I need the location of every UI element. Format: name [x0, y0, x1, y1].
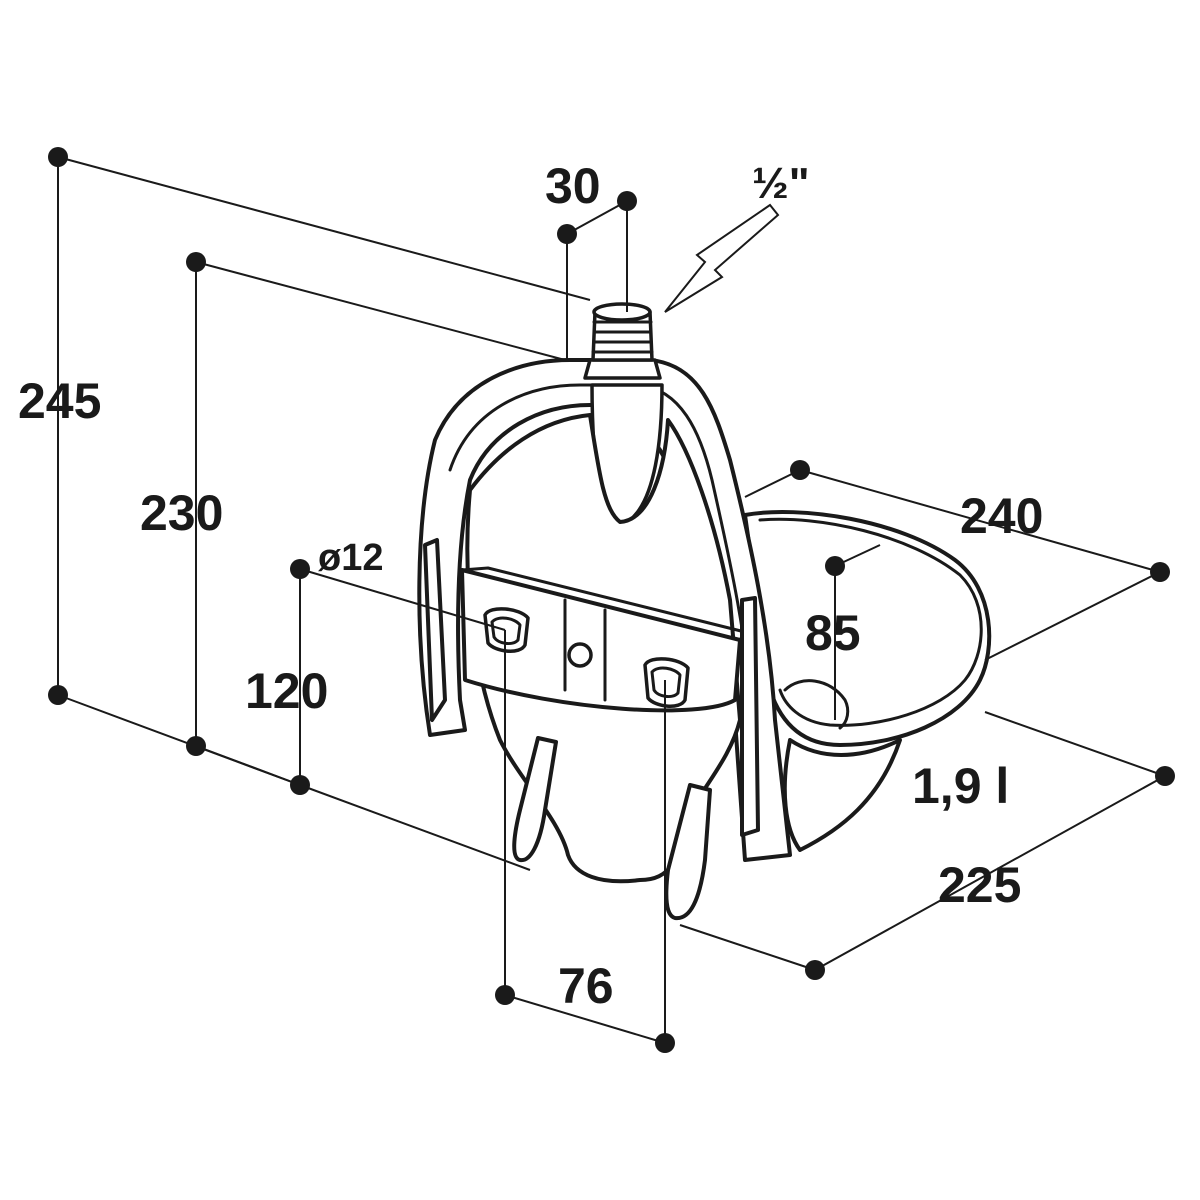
- label-hole-diameter: ø12: [318, 537, 383, 579]
- label-thread-size: ½": [752, 159, 810, 208]
- label-height-body: 230: [140, 485, 223, 541]
- label-width: 225: [938, 857, 1021, 913]
- label-hole-height: 120: [245, 663, 328, 719]
- label-thread-width: 30: [545, 158, 601, 214]
- bowl-lower: [782, 738, 902, 852]
- dimension-dots: [48, 147, 1175, 1053]
- mounting-hole-right: [643, 657, 690, 708]
- drinking-bowl-illustration: [417, 302, 992, 921]
- thread-arrow: [664, 203, 780, 313]
- label-volume: 1,9 l: [912, 758, 1009, 814]
- label-bowl-depth: 85: [805, 605, 861, 661]
- threaded-nipple: [583, 302, 662, 380]
- center-bolt: [563, 598, 607, 702]
- dimension-lines: [57, 156, 1166, 1044]
- side-rib-right: [740, 596, 760, 837]
- bowl-rim: [743, 510, 992, 747]
- side-rib-left: [423, 538, 447, 722]
- label-height-total: 245: [18, 373, 101, 429]
- label-bowl-length: 240: [960, 488, 1043, 544]
- leg-left: [512, 736, 558, 863]
- mounting-hole-left: [483, 607, 530, 653]
- label-hole-spacing: 76: [558, 958, 614, 1014]
- bowl-basin: [783, 679, 850, 730]
- bowl-inner: [758, 517, 983, 727]
- leg-right: [664, 783, 712, 921]
- dimension-labels: 245 230 ø12 120 76 30 ½" 240 85 1,9 l 22…: [18, 158, 1043, 1014]
